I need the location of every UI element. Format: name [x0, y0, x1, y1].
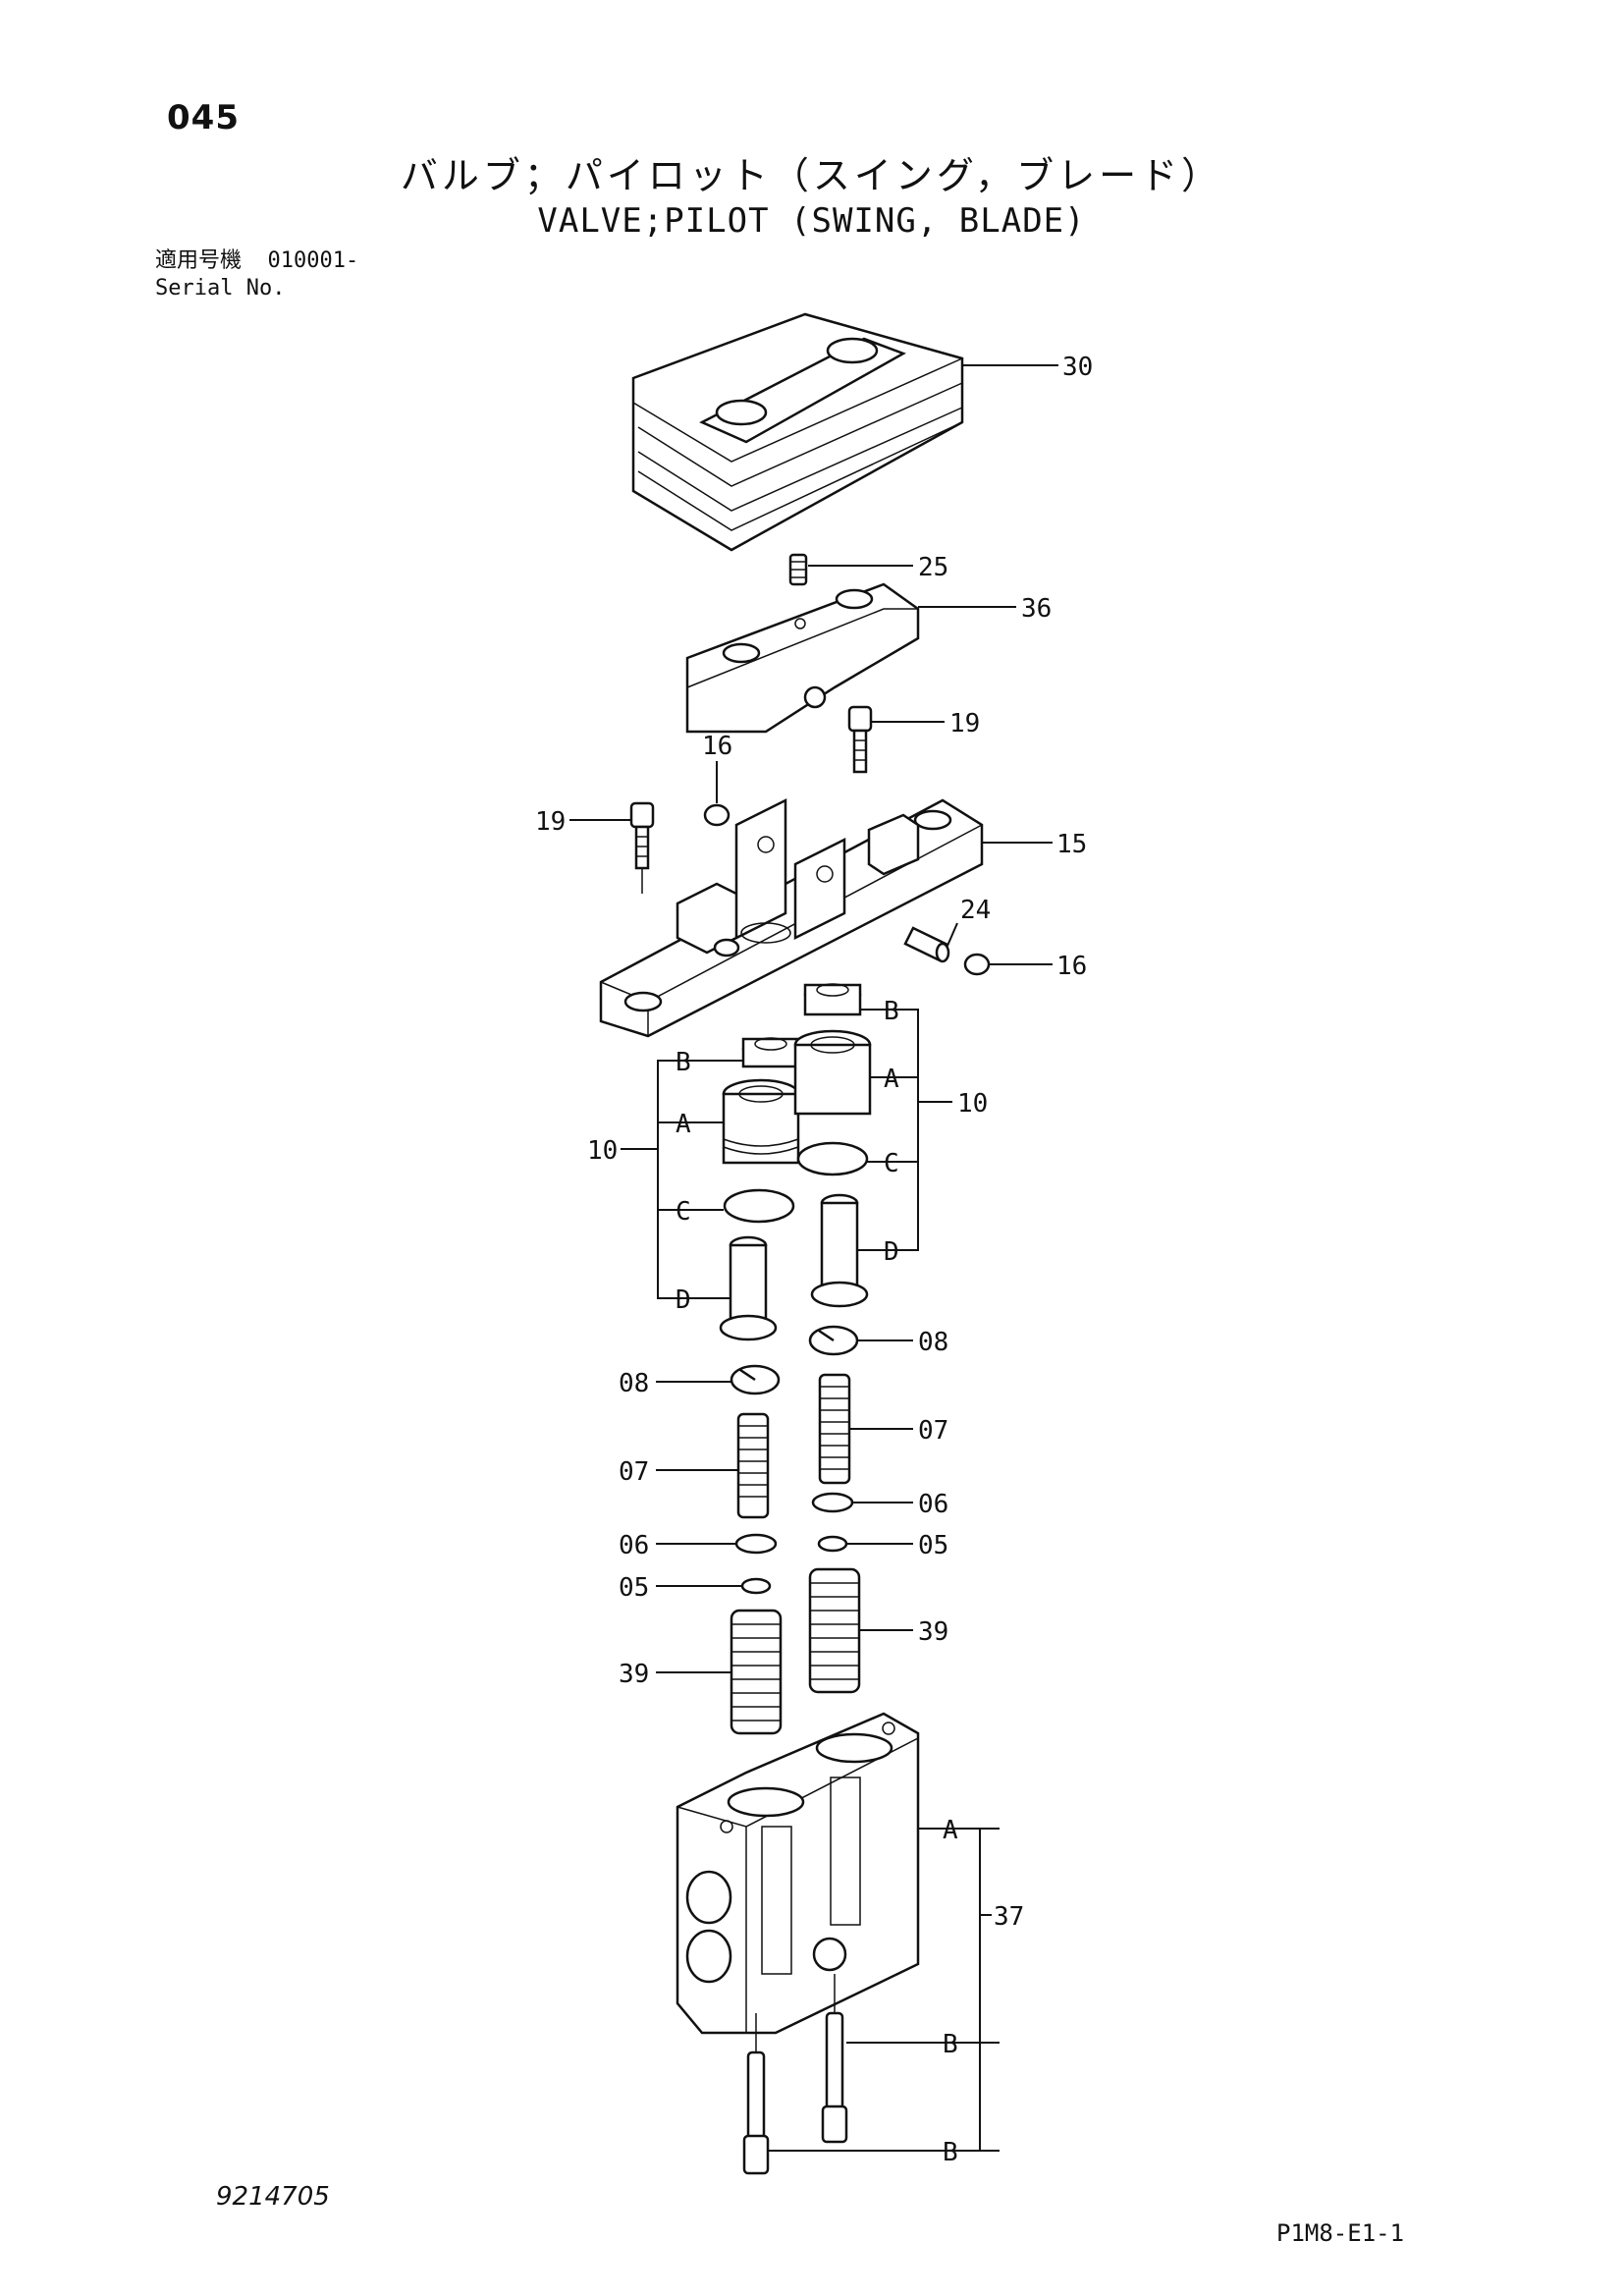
part-15-base-plate — [599, 797, 984, 1038]
callout-19-left: 19 — [535, 807, 566, 837]
part-37-valve-body — [676, 1712, 920, 2035]
callout-a-left: A — [676, 1110, 691, 1139]
part-06-washer-left — [734, 1533, 778, 1555]
callout-c-left: C — [676, 1197, 691, 1227]
part-10-left-assembly — [719, 1037, 800, 1341]
callout-30: 30 — [1062, 353, 1093, 382]
callout-05-left: 05 — [619, 1573, 649, 1603]
serial-label-jp: 適用号機 — [155, 248, 243, 273]
callout-37: 37 — [994, 1902, 1024, 1932]
page-code: P1M8-E1-1 — [1276, 2219, 1405, 2247]
callout-08-left: 08 — [619, 1369, 649, 1398]
part-19-bolt-left — [629, 801, 655, 894]
part-39-spring-right — [808, 1567, 861, 1694]
serial-block: 適用号機 010001- Serial No. — [155, 247, 358, 302]
callout-36: 36 — [1021, 594, 1052, 624]
callout-labels: 30 25 36 16 19 19 15 24 16 10 10 B A C D… — [535, 353, 1093, 2167]
callout-07-left: 07 — [619, 1457, 649, 1487]
part-07-spring-left — [736, 1412, 770, 1519]
callout-10-right: 10 — [957, 1089, 988, 1119]
callout-16-lower: 16 — [1056, 952, 1087, 981]
callout-a-37: A — [943, 1816, 958, 1845]
part-36-plate — [685, 582, 920, 734]
callout-b-left: B — [676, 1048, 691, 1077]
part-24-pin — [903, 926, 950, 963]
part-05-washer-right — [817, 1535, 848, 1553]
part-39-spring-left — [730, 1609, 783, 1735]
page-number: 045 — [167, 98, 240, 137]
callout-06-right: 06 — [918, 1490, 948, 1519]
part-37-pin-right — [821, 1974, 848, 2144]
callout-d-right: D — [884, 1237, 899, 1267]
part-08-clip-right — [808, 1325, 859, 1356]
callout-19-right: 19 — [949, 709, 980, 738]
callout-24: 24 — [960, 896, 991, 925]
callout-a-right: A — [884, 1065, 899, 1094]
callout-39-right: 39 — [918, 1617, 948, 1647]
callout-07-right: 07 — [918, 1416, 948, 1446]
part-37-pin-left — [742, 2013, 770, 2175]
leader-lines — [569, 364, 1058, 2152]
part-16-ring-upper — [703, 803, 730, 827]
callout-16-upper: 16 — [702, 732, 732, 761]
part-30-boot-cover — [631, 312, 964, 552]
serial-label-en: Serial No. — [155, 276, 286, 301]
callout-b-37-lower: B — [943, 2138, 958, 2167]
title-english: VALVE;PILOT (SWING, BLADE) — [537, 201, 1086, 241]
callout-b-right: B — [884, 997, 899, 1026]
callout-05-right: 05 — [918, 1531, 948, 1560]
drawing-number: 9214705 — [216, 2182, 330, 2212]
callout-39-left: 39 — [619, 1660, 649, 1689]
callout-06-left: 06 — [619, 1531, 649, 1560]
part-10-right-assembly — [793, 983, 872, 1308]
callout-10-left: 10 — [587, 1136, 618, 1166]
title-japanese: バルブ；パイロット（スイング，ブレード） — [400, 154, 1223, 197]
callout-c-right: C — [884, 1149, 899, 1178]
part-16-ring-lower — [963, 953, 991, 976]
part-05-washer-left — [740, 1577, 772, 1595]
part-25-set-screw — [788, 553, 808, 586]
callout-25: 25 — [918, 553, 948, 582]
callout-08-right: 08 — [918, 1328, 948, 1357]
callout-d-left: D — [676, 1285, 691, 1315]
part-08-clip-left — [730, 1364, 781, 1395]
part-19-bolt-right — [847, 705, 873, 774]
callout-b-37-upper: B — [943, 2030, 958, 2059]
callout-15: 15 — [1056, 830, 1087, 859]
part-06-washer-right — [811, 1492, 854, 1513]
serial-value: 010001- — [267, 248, 359, 273]
part-07-spring-right — [818, 1373, 851, 1485]
